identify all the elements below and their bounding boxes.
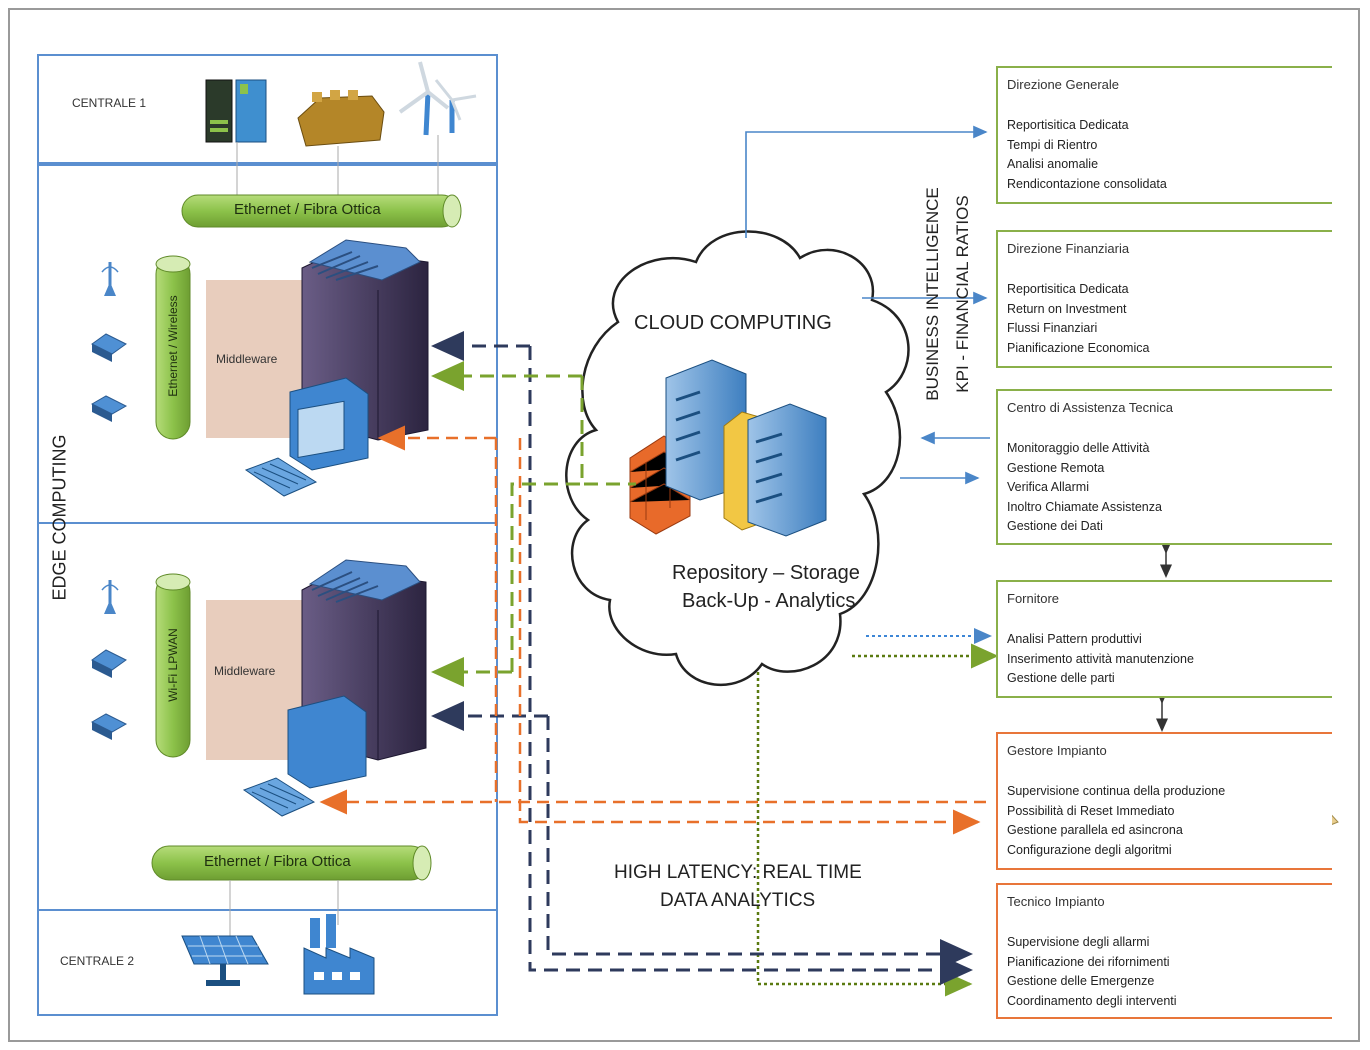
centrale2-label: CENTRALE 2 — [60, 954, 135, 968]
centrale2-box — [37, 909, 498, 1016]
cloud-title: CLOUD COMPUTING — [634, 312, 832, 334]
panel-item: Rendicontazione consolidata — [1007, 176, 1167, 191]
panel-item: Gestione Remota — [1007, 460, 1105, 475]
centrale1-label: CENTRALE 1 — [72, 96, 147, 110]
panel-item: Return on Investment — [1007, 301, 1127, 316]
panel-item: Pianificazione Economica — [1007, 340, 1150, 355]
panel-item: Supervisione degli allarmi — [1007, 935, 1150, 949]
middleware-bottom-label: Middleware — [214, 664, 276, 678]
panel-item: Inoltro Chiamate Assistenza — [1007, 499, 1162, 514]
panel-item: Coordinamento degli interventi — [1007, 993, 1177, 1008]
panel-item: Gestione delle Emergenze — [1007, 974, 1155, 988]
solar-panel-icon — [181, 935, 269, 986]
ethernet-pipe-top — [181, 194, 462, 228]
panel-item: Gestione delle parti — [1007, 671, 1115, 685]
keyboard-icon — [242, 777, 316, 817]
bi-line1: BUSINESS INTELLIGENCE — [923, 187, 942, 401]
bi-line2: KPI - FINANCIAL RATIOS — [953, 195, 972, 393]
antenna-icon — [101, 580, 119, 614]
middleware-box-top — [206, 280, 302, 438]
edge-computing-label: EDGE COMPUTING — [49, 434, 70, 601]
antenna-icon — [101, 262, 119, 296]
panel-title: Fornitore — [1007, 591, 1060, 606]
wireless-pipe — [155, 255, 191, 440]
factory-icon — [303, 914, 375, 995]
panel-item: Gestione parallela ed asincrona — [1007, 823, 1183, 837]
panel-item: Configurazione degli algoritmi — [1007, 842, 1172, 857]
latency-line2: DATA ANALYTICS — [660, 890, 816, 911]
keyboard-icon — [244, 457, 318, 497]
panel-item: Pianificazione dei rifornimenti — [1007, 954, 1170, 969]
panel-item: Analisi anomalie — [1007, 157, 1099, 171]
modem-icon — [90, 713, 128, 740]
cloud-repo-line2: Back-Up - Analytics — [682, 590, 856, 612]
panel-item: Monitoraggio delle Attività — [1007, 441, 1150, 455]
panel-title: Centro di Assistenza Tecnica — [1007, 400, 1173, 415]
latency-line1: HIGH LATENCY: REAL TIME — [614, 862, 862, 883]
cloud-repo-line1: Repository – Storage — [672, 562, 860, 584]
wireless-vertical-label: Ethernet / Wireless — [166, 295, 180, 397]
engine-icon — [297, 90, 385, 147]
panel-item: Tempi di Rientro — [1007, 137, 1098, 152]
modem-icon — [91, 333, 127, 362]
panel-item: Gestione dei Dati — [1007, 519, 1103, 533]
panel-title: Direzione Finanziaria — [1007, 241, 1130, 256]
figure-frame — [8, 8, 1360, 1042]
modem-icon — [91, 649, 127, 678]
panel-item: Reportisitica Dedicata — [1007, 282, 1129, 296]
dashed-flows — [319, 331, 986, 985]
wind-turbine-icon — [398, 61, 477, 136]
panel-title: Direzione Generale — [1007, 77, 1120, 92]
centrale1-box — [37, 54, 498, 164]
panel-item: Inserimento attività manutenzione — [1007, 651, 1194, 666]
battery-icon — [205, 79, 267, 143]
panel-title: Tecnico Impianto — [1007, 894, 1105, 909]
ethernet-top-label: Ethernet / Fibra Ottica — [234, 201, 381, 218]
wifi-lpwan-vertical-label: Wi-Fi LPWAN — [166, 628, 180, 702]
monitor-icon — [287, 695, 367, 789]
panel-item: Verifica Allarmi — [1007, 480, 1089, 494]
monitor-icon — [289, 377, 369, 471]
panel-item: Analisi Pattern produttivi — [1007, 632, 1142, 646]
modem-icon — [90, 395, 128, 422]
panel-item: Flussi Finanziari — [1007, 321, 1098, 335]
link-tecnico-dotted-green — [756, 672, 973, 997]
ethernet-pipe-bottom — [151, 845, 432, 881]
link-direzione-generale — [745, 125, 988, 238]
server-icon — [747, 403, 827, 537]
panel-item: Supervisione continua della produzione — [1007, 784, 1226, 798]
panel-item: Reportisitica Dedicata — [1007, 118, 1129, 132]
middleware-top-label: Middleware — [216, 352, 278, 366]
middleware-box-bottom — [206, 600, 302, 760]
panel-item: Possibilità di Reset Immediato — [1007, 803, 1175, 818]
wifi-lpwan-pipe — [155, 573, 191, 758]
panel-title: Gestore Impianto — [1007, 743, 1107, 758]
ethernet-bottom-label: Ethernet / Fibra Ottica — [204, 853, 351, 870]
